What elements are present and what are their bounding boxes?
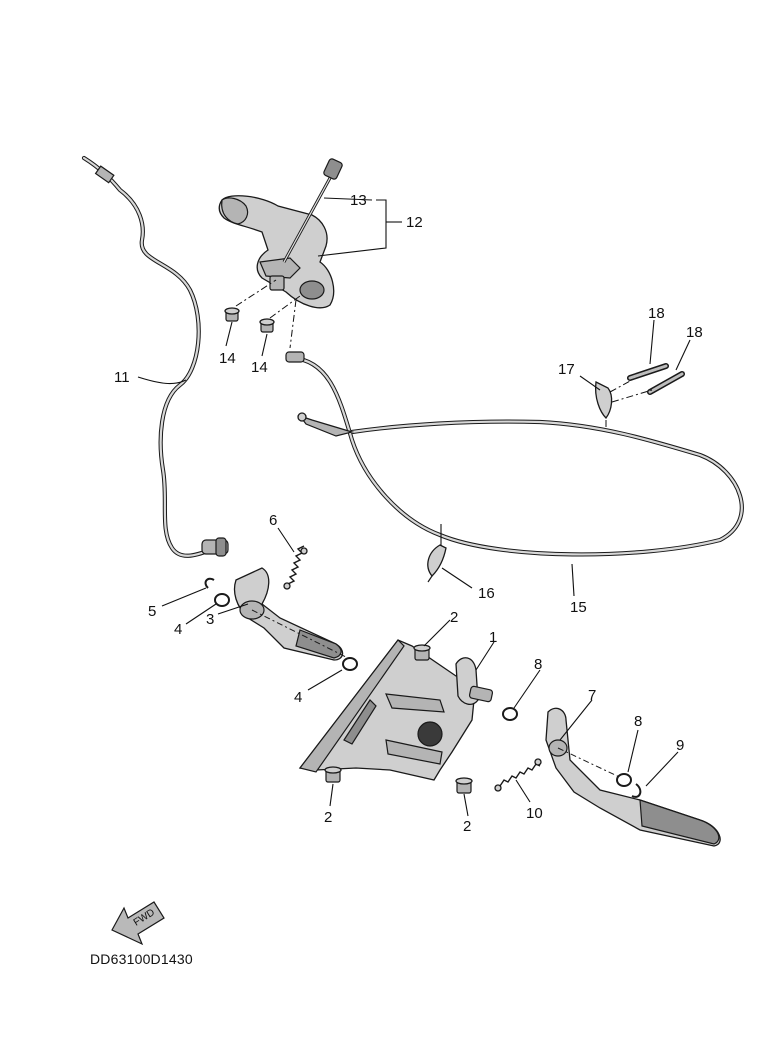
callout-12: 12: [406, 214, 423, 231]
bolt-14-right: [259, 318, 275, 333]
washer-8-right: [616, 773, 632, 787]
spring-10: [494, 758, 542, 792]
spring-6: [283, 545, 308, 590]
leader-dash-14b: [269, 295, 301, 319]
clamp-16: [427, 544, 447, 583]
callout-4-upper: 4: [174, 621, 182, 638]
bolt-14-left: [224, 307, 240, 322]
callout-15: 15: [570, 599, 587, 616]
cable-11: [81, 155, 229, 558]
callout-13: 13: [350, 192, 367, 209]
callout-2-right: 2: [463, 818, 471, 835]
callout-5: 5: [148, 603, 156, 620]
leader-dash-13: [289, 299, 297, 349]
clip-9: [631, 783, 642, 798]
washer-4-upper: [214, 593, 230, 607]
pedal-7: [545, 707, 721, 847]
callout-3: 3: [206, 611, 214, 628]
cable-15: [285, 351, 744, 557]
callout-9: 9: [676, 737, 684, 754]
callout-8-right: 8: [634, 713, 642, 730]
holder-17: [594, 381, 613, 430]
rivet-18-left: [627, 363, 669, 381]
callout-4-lower: 4: [294, 689, 302, 706]
callout-17: 17: [558, 361, 575, 378]
bracket-1: [298, 639, 494, 781]
leader-dash-18b: [611, 389, 653, 403]
callout-14-right: 14: [251, 359, 268, 376]
bolt-2-top: [413, 644, 431, 661]
callout-7: 7: [588, 687, 596, 704]
callout-1: 1: [489, 629, 497, 646]
diagram-code: DD63100D1430: [90, 951, 193, 967]
bolt-2-right: [455, 777, 473, 794]
clip-5: [204, 577, 215, 589]
pedal-lever-3: [233, 567, 357, 663]
fwd-arrow-icon: FWD: [111, 901, 165, 946]
callout-6: 6: [269, 512, 277, 529]
callout-16: 16: [478, 585, 495, 602]
callout-2-top: 2: [450, 609, 458, 626]
callout-18-right: 18: [686, 324, 703, 341]
washer-4-lower: [342, 657, 358, 671]
callout-labels: 13 12 14 14 11 17 18 18 6 16 15 5 4 3 2 …: [114, 192, 703, 835]
leader-dash-18a: [609, 379, 633, 393]
callout-2-left: 2: [324, 809, 332, 826]
leader-lines: [137, 197, 691, 817]
leader-dash-14a: [235, 279, 277, 307]
callout-8-left: 8: [534, 656, 542, 673]
lever-assembly-12: [218, 195, 335, 309]
callout-11: 11: [114, 369, 130, 386]
callout-10: 10: [526, 805, 543, 822]
washer-8-left: [502, 707, 518, 721]
cable-adjuster-13: [282, 158, 343, 263]
callout-18-left: 18: [648, 305, 665, 322]
rivet-18-right: [647, 371, 685, 395]
bolt-2-left: [324, 766, 342, 783]
callout-14-left: 14: [219, 350, 236, 367]
